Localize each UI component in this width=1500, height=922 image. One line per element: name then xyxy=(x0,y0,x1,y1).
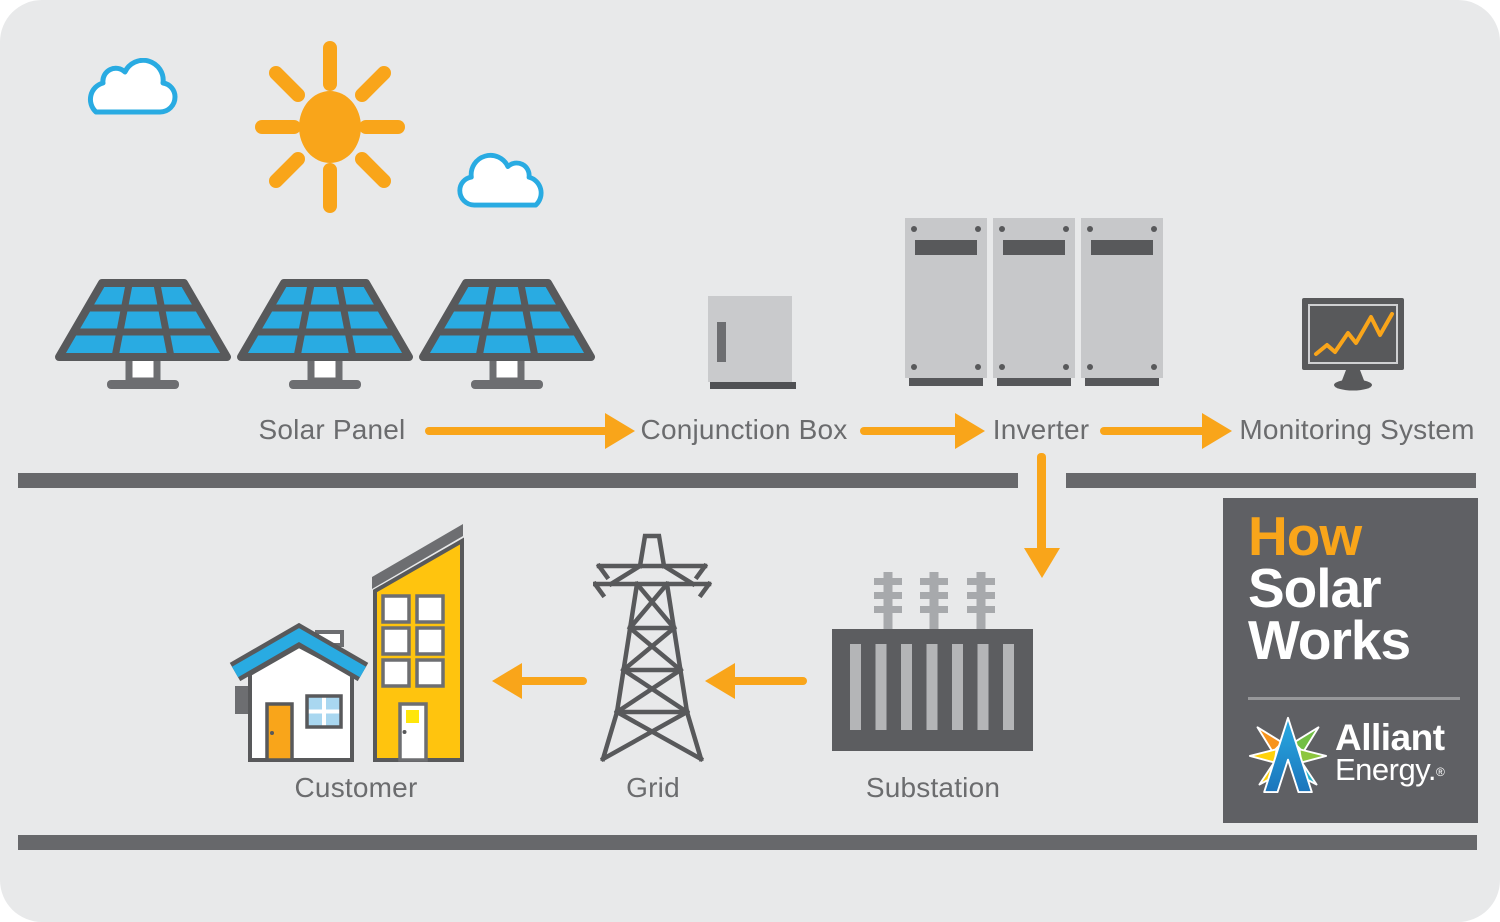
cloud-icon xyxy=(455,150,555,212)
solar-panel-icon xyxy=(55,279,231,391)
brand-heading-word-how: How xyxy=(1248,505,1362,567)
solar-panel-icon xyxy=(419,279,595,391)
cloud-icon xyxy=(76,58,180,116)
brand-heading: How Solar Works xyxy=(1248,509,1478,668)
monitoring-system-label: Monitoring System xyxy=(1239,414,1475,445)
customer-label: Customer xyxy=(294,772,418,803)
alliant-wordmark-line2: Energy.® xyxy=(1335,752,1445,787)
registered-trademark-symbol: ® xyxy=(1436,765,1445,779)
alliant-wordmark-line1: Alliant xyxy=(1335,717,1445,758)
substation-label: Substation xyxy=(865,772,1001,803)
transmission-tower-icon xyxy=(593,532,713,764)
monitor-chart-icon xyxy=(1300,296,1412,392)
arrow-solar-panel-to-conjunction-box-icon xyxy=(425,413,635,449)
inverter-cabinets-icon xyxy=(905,218,1175,390)
grid-label: Grid xyxy=(626,772,680,803)
arrow-grid-to-customer-icon xyxy=(492,663,587,699)
inverter-label: Inverter xyxy=(992,414,1090,445)
arrow-substation-to-grid-icon xyxy=(705,663,807,699)
conductor-bar-top-left xyxy=(18,473,1018,488)
conductor-bar-bottom xyxy=(18,835,1477,850)
brand-divider xyxy=(1248,697,1460,700)
alliant-energy-wordmark: Alliant Energy.® xyxy=(1335,717,1445,787)
brand-heading-word-works: Works xyxy=(1248,609,1411,671)
brand-panel: How Solar Works xyxy=(1223,498,1478,823)
brand-heading-word-solar: Solar xyxy=(1248,557,1382,619)
alliant-star-icon xyxy=(1248,714,1328,794)
sun-icon xyxy=(248,38,412,216)
house-and-building-icon xyxy=(225,520,470,765)
conjunction-box-label: Conjunction Box xyxy=(640,414,848,445)
junction-box-icon xyxy=(703,294,799,390)
arrow-inverter-to-monitoring-system-icon xyxy=(1100,413,1232,449)
alliant-energy-logo: Alliant Energy.® xyxy=(1248,714,1478,794)
conductor-bar-top-right xyxy=(1066,473,1476,488)
transformer-substation-icon xyxy=(827,566,1037,756)
solar-panel-label: Solar Panel xyxy=(258,414,406,445)
arrow-conjunction-box-to-inverter-icon xyxy=(860,413,985,449)
solar-panel-icon xyxy=(237,279,413,391)
arrow-inverter-to-substation-icon xyxy=(1024,453,1060,578)
